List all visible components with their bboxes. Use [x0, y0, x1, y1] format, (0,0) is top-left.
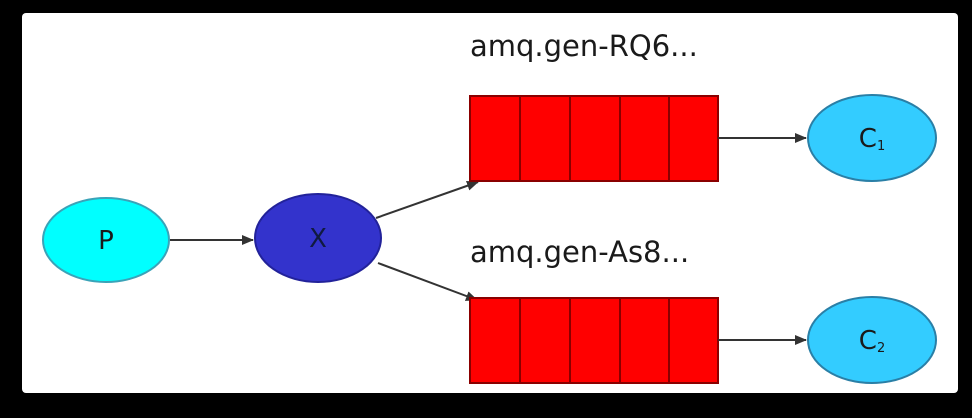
exchange-label: X — [309, 224, 327, 254]
queue-1 — [469, 95, 719, 182]
consumer-2-subscript: 2 — [877, 341, 885, 356]
queue-2-cell — [569, 297, 621, 384]
arrow-exchange-to-queue-1 — [375, 180, 479, 219]
queue-1-cell — [519, 95, 571, 182]
queue-1-cell — [619, 95, 670, 182]
producer-label: P — [98, 226, 114, 256]
queue-2-cell — [469, 297, 521, 384]
producer-ellipse — [42, 197, 170, 283]
exchange-node: X — [254, 193, 382, 283]
queue-1-cell — [668, 95, 719, 182]
queue-2-cell — [519, 297, 571, 384]
consumer-2-ellipse — [807, 296, 937, 384]
consumer-2-letter: C — [859, 326, 877, 356]
queue-1-cell — [469, 95, 521, 182]
consumer-1-node: C1 — [807, 94, 937, 182]
exchange-ellipse — [254, 193, 382, 283]
consumer-1-subscript: 1 — [877, 139, 885, 154]
consumer-1-letter: C — [859, 124, 877, 154]
queue-1-cell — [569, 95, 621, 182]
consumer-2-node: C2 — [807, 296, 937, 384]
queue-2-cell — [668, 297, 719, 384]
queue-2-cell — [619, 297, 670, 384]
consumer-2-label: C2 — [859, 326, 885, 356]
producer-node: P — [42, 197, 170, 283]
queue-1-label: amq.gen-RQ6... — [470, 29, 698, 63]
queue-2-label: amq.gen-As8... — [470, 235, 689, 269]
consumer-1-label: C1 — [859, 124, 885, 154]
consumer-1-ellipse — [807, 94, 937, 182]
arrow-exchange-to-queue-2 — [377, 262, 478, 301]
queue-2 — [469, 297, 719, 384]
